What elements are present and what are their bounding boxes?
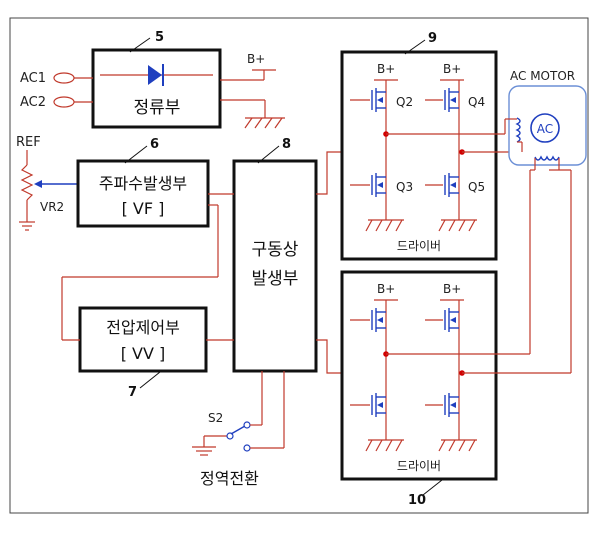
block-number-5: 5 (155, 30, 164, 45)
rectifier-bplus-label: B+ (247, 52, 265, 66)
svg-text:B+: B+ (377, 282, 395, 296)
outer-frame (9, 17, 589, 514)
q4-label: Q4 (468, 95, 485, 109)
svg-text:B+: B+ (443, 282, 461, 296)
ground-icon (365, 219, 404, 232)
ac1-terminal (53, 72, 75, 84)
driver-label-upper: 드라이버 (397, 239, 441, 253)
driver-block-9 (340, 50, 498, 261)
ac2-label: AC2 (20, 95, 46, 110)
transistor-q2-icon (350, 88, 386, 112)
direction-switch-label: 정역전환 (200, 469, 259, 488)
phase-generator-label-1: 구동상 (252, 240, 299, 260)
q5-label: Q5 (468, 180, 485, 194)
ground-icon (220, 99, 285, 129)
q2-label: Q2 (396, 95, 413, 109)
frequency-generator-label: 주파수발생부 (99, 174, 187, 193)
potentiometer-icon (19, 164, 35, 231)
ground-icon (365, 439, 404, 452)
voltage-controller-label: 전압제어부 (106, 318, 180, 337)
q3-label: Q3 (396, 180, 413, 194)
block-number-10: 10 (408, 493, 426, 508)
transistor-q5-icon (425, 173, 459, 197)
ac-motor-symbol: AC (537, 122, 553, 136)
ac-motor-icon (530, 113, 560, 143)
driver-block-10 (340, 270, 498, 481)
voltage-controller-code: [ VV ] (121, 344, 166, 363)
s2-label: S2 (208, 411, 223, 425)
ground-icon (438, 219, 477, 232)
ref-label: REF (16, 135, 41, 150)
svg-text:B+: B+ (377, 62, 395, 76)
ground-icon (438, 439, 477, 452)
ac-motor-label: AC MOTOR (510, 69, 575, 83)
vr2-label: VR2 (40, 200, 64, 214)
transistor-icon (425, 393, 459, 417)
switch-lever-icon (230, 425, 246, 435)
block-number-7: 7 (128, 385, 137, 400)
phase-generator-block (232, 159, 318, 373)
transistor-q3-icon (350, 173, 386, 197)
rectifier-label: 정류부 (134, 98, 181, 118)
block-number-8: 8 (282, 137, 291, 152)
ac2-terminal (53, 96, 75, 108)
driver-label-lower: 드라이버 (397, 459, 441, 473)
frequency-generator-code: [ VF ] (122, 199, 165, 218)
svg-text:B+: B+ (443, 62, 461, 76)
frequency-generator-block (76, 159, 210, 228)
leader-line-5 (129, 37, 151, 53)
transistor-q4-icon (425, 88, 459, 112)
rectifier-block (91, 48, 222, 129)
ac1-label: AC1 (20, 71, 46, 86)
phase-generator-label-2: 발생부 (252, 269, 299, 289)
motor-coil-icon (515, 117, 560, 161)
transistor-icon (425, 308, 459, 332)
block-number-9: 9 (428, 31, 437, 46)
diode-icon (148, 64, 164, 86)
transistor-icon (350, 308, 386, 332)
block-number-6: 6 (150, 137, 159, 152)
transistor-icon (350, 393, 386, 417)
